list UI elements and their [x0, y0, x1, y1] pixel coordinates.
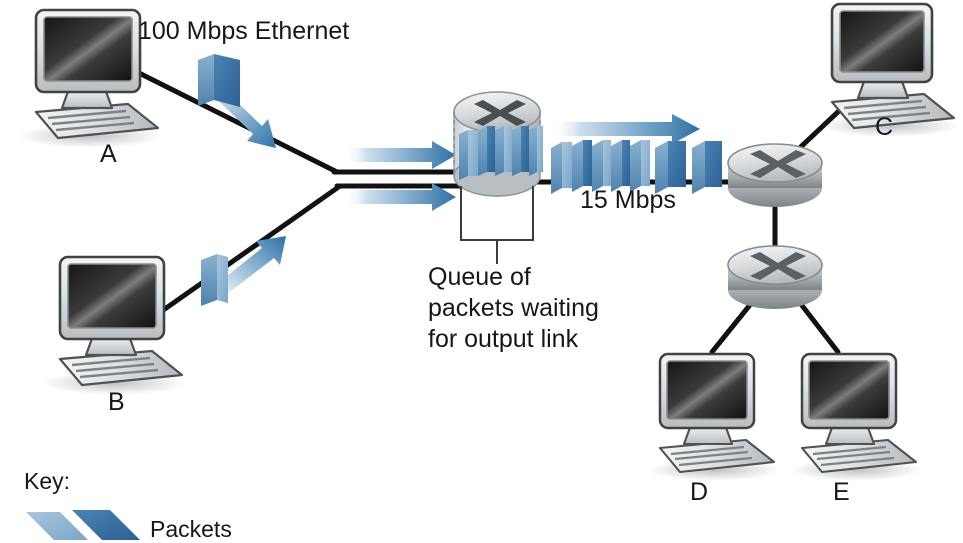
- queued-packet-1: [459, 130, 478, 180]
- router-3[interactable]: [727, 245, 823, 309]
- queue-router[interactable]: [453, 91, 543, 197]
- host-e[interactable]: [790, 352, 922, 481]
- queued-packets: [459, 126, 543, 180]
- host-b-monitor: [58, 255, 166, 341]
- key-title: Key:: [24, 468, 71, 494]
- packet-slab-a-side: [198, 54, 214, 106]
- outgoing-packet-5: [630, 140, 650, 192]
- incoming-arrows: [346, 141, 456, 211]
- host-b[interactable]: [42, 255, 186, 395]
- queue-caption-line-3: for output link: [428, 325, 579, 353]
- outgoing-packet-7: [692, 141, 722, 194]
- outgoing-packet-6: [655, 141, 686, 194]
- label-15mbps: 15 Mbps: [580, 186, 676, 214]
- queued-packet-5: [529, 126, 543, 176]
- link-a-to-router: [134, 69, 340, 175]
- router-3-x-icon: [750, 252, 806, 280]
- host-a[interactable]: [18, 8, 162, 148]
- host-d[interactable]: [648, 352, 780, 481]
- packet-slab-a-face: [214, 54, 240, 107]
- packet-on-link-a: [198, 54, 276, 148]
- outgoing-packet-2: [572, 140, 592, 192]
- host-a-monitor: [34, 8, 142, 94]
- host-a-label: A: [100, 140, 118, 168]
- key-packets-label: Packets: [150, 516, 232, 542]
- router-2-x-icon: [750, 150, 806, 178]
- host-e-monitor: [800, 352, 898, 430]
- packet-slab-b-face: [217, 254, 228, 303]
- link-b-to-router: [149, 183, 343, 321]
- host-c[interactable]: [820, 2, 960, 137]
- queued-packet-4: [512, 126, 529, 176]
- packet-slab-b-side: [201, 254, 217, 306]
- queued-packet-2: [478, 126, 495, 176]
- host-b-label: B: [108, 388, 126, 416]
- queue-callout-bracket: [460, 186, 534, 264]
- outgoing-packet-3: [592, 140, 611, 192]
- host-d-monitor: [658, 352, 756, 430]
- queued-packet-3: [495, 126, 512, 176]
- outgoing-packet-4: [611, 140, 630, 192]
- key-packet-swatch: [26, 510, 140, 540]
- router-2[interactable]: [727, 143, 823, 207]
- packet-on-link-b: [201, 236, 286, 306]
- router-x-icon: [474, 100, 526, 126]
- outgoing-packet-1: [551, 142, 572, 194]
- host-c-label: C: [875, 113, 894, 141]
- host-b-keyboard: [58, 349, 184, 387]
- queue-caption: Queue of packets waiting for output link: [428, 262, 599, 355]
- queue-caption-line-2: packets waiting: [428, 294, 599, 322]
- host-e-label: E: [833, 478, 851, 506]
- inflow-arrow-upper-icon: [346, 141, 456, 169]
- host-c-monitor: [830, 2, 934, 84]
- label-100mbps-ethernet: 100 Mbps Ethernet: [138, 17, 350, 45]
- inflow-arrow-lower-icon: [346, 183, 456, 211]
- host-d-label: D: [690, 478, 709, 506]
- outflow-arrow-icon: [552, 114, 700, 144]
- arrow-link-b-icon: [212, 236, 286, 298]
- queue-caption-line-1: Queue of: [428, 263, 531, 291]
- host-e-keyboard: [800, 438, 918, 474]
- outgoing-flow: [551, 114, 722, 194]
